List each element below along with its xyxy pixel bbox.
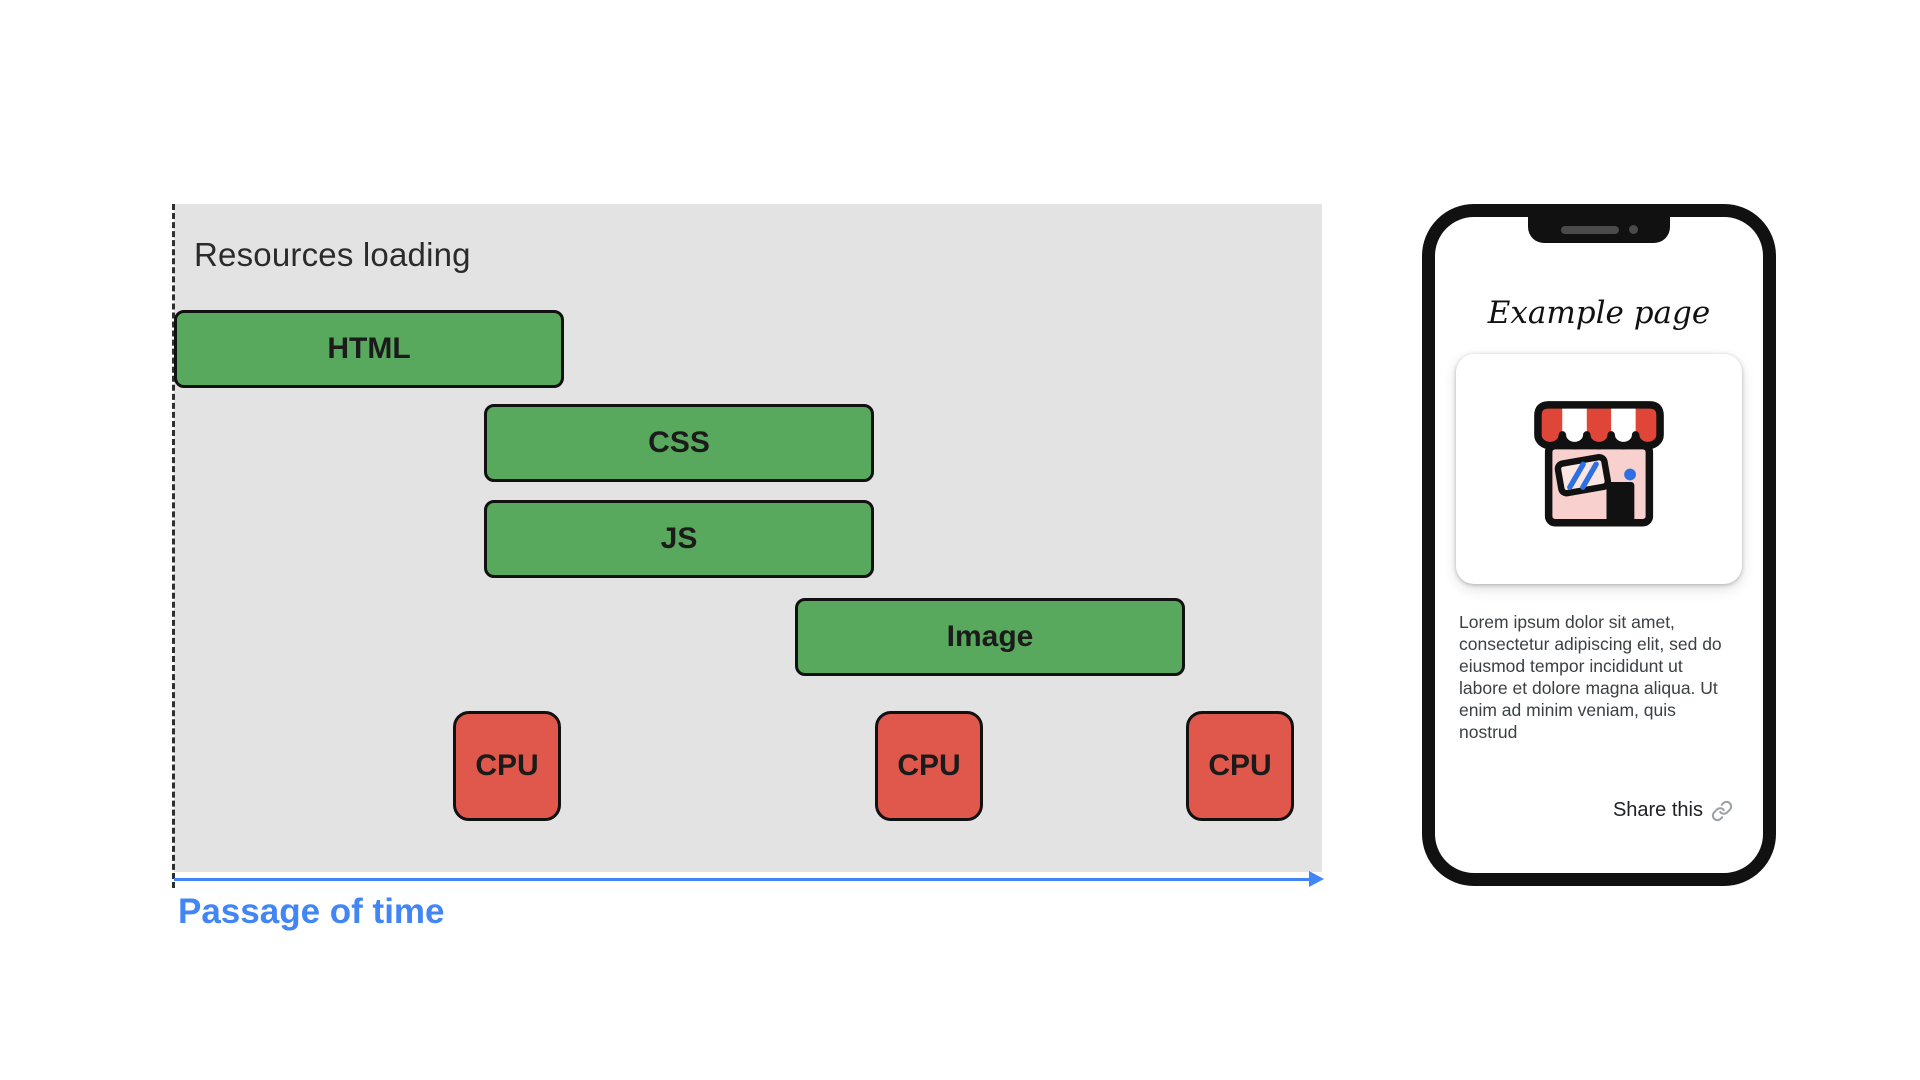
resource-bar-js: JS [484,500,874,578]
storefront-icon [1518,392,1680,547]
resource-bar-css: CSS [484,404,874,482]
cpu-block: CPU [453,711,561,821]
camera-dot-icon [1628,225,1638,234]
cpu-block: CPU [1186,711,1294,821]
cpu-block: CPU [875,711,983,821]
resource-bar-html: HTML [174,310,564,388]
time-axis-arrow [174,871,1324,887]
share-this-link[interactable]: Share this [1613,799,1733,822]
speaker-slot-icon [1560,225,1619,234]
phone-frame: Example page [1422,204,1776,886]
arrow-head-icon [1309,871,1324,887]
body-text: Lorem ipsum dolor sit amet, consectetur … [1459,612,1722,743]
page-title: Example page [1487,295,1711,331]
resource-bar-image: Image [795,598,1185,676]
share-label[interactable]: Share this [1612,799,1703,821]
time-origin-dashed-line [172,204,175,888]
link-icon[interactable] [1711,800,1733,822]
time-axis-label: Passage of time [178,892,445,931]
content-card [1456,354,1742,584]
diagram-title: Resources loading [194,236,471,273]
phone-notch [1528,216,1670,243]
